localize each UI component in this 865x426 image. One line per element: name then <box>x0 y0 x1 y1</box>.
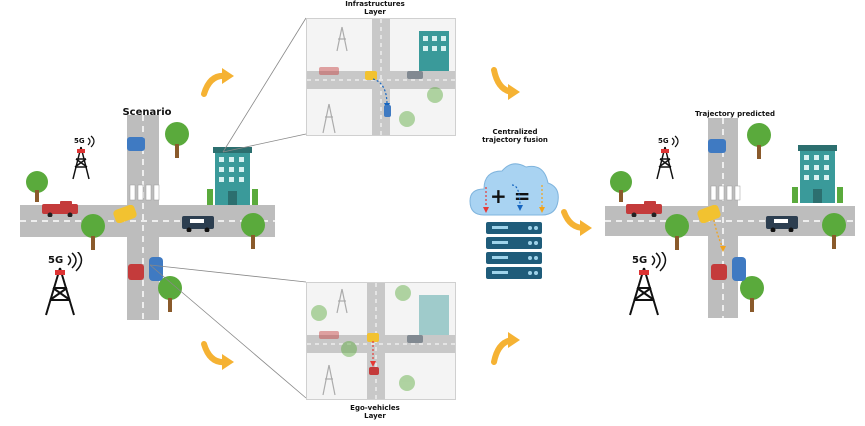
tree-icon <box>744 123 774 163</box>
tree-icon <box>22 170 52 206</box>
building-icon <box>790 143 845 207</box>
tree-icon <box>606 170 636 206</box>
5g-tower-large-icon: 5G <box>38 249 83 321</box>
infrastructures-layer-label: Infrastructures Layer <box>345 0 405 17</box>
ego-vehicles-layer-label: Ego-vehicles Layer <box>350 404 400 421</box>
blue-car-icon <box>127 136 145 155</box>
svg-text:5G: 5G <box>658 137 669 145</box>
tree-icon <box>154 276 186 316</box>
red-car-icon <box>128 264 144 284</box>
red-car-icon <box>711 264 727 284</box>
trajectory-predicted-label: Trajectory predicted <box>695 110 775 118</box>
curved-arrow-icon <box>488 330 524 370</box>
tree-icon <box>736 276 768 316</box>
svg-text:+ =: + = <box>490 184 530 208</box>
infrastructures-layer-panel <box>306 18 456 136</box>
police-van-icon <box>766 214 798 236</box>
building-icon <box>205 145 260 209</box>
cloud-icon: + = <box>468 157 560 223</box>
curved-arrow-icon <box>488 66 524 106</box>
server-icon <box>486 222 542 284</box>
red-pickup-car-icon <box>42 201 78 221</box>
svg-text:5G: 5G <box>74 137 85 145</box>
blue-car-icon <box>149 257 163 285</box>
yellow-car-icon <box>697 204 721 227</box>
curved-arrow-icon <box>200 340 236 376</box>
tree-icon <box>237 213 269 253</box>
tree-icon <box>162 122 192 162</box>
svg-text:5G: 5G <box>48 255 63 266</box>
svg-text:5G: 5G <box>632 255 647 266</box>
ego-vehicles-layer-panel <box>306 282 456 400</box>
blue-car-icon <box>732 257 746 285</box>
red-pickup-car-icon <box>626 201 662 221</box>
tree-icon <box>662 214 692 254</box>
5g-tower-icon: 5G <box>650 135 680 184</box>
curved-arrow-icon <box>200 66 236 102</box>
curved-arrow-icon <box>560 208 596 244</box>
tree-icon <box>78 214 108 254</box>
blue-car-icon <box>708 138 726 157</box>
yellow-car-icon <box>113 204 137 227</box>
centralized-fusion-label: Centralized trajectory fusion <box>482 128 548 145</box>
police-van-icon <box>182 214 214 236</box>
scenario-label: Scenario <box>122 107 172 118</box>
5g-tower-icon: 5G <box>66 135 96 184</box>
5g-tower-large-icon: 5G <box>622 249 667 321</box>
tree-icon <box>818 213 850 253</box>
